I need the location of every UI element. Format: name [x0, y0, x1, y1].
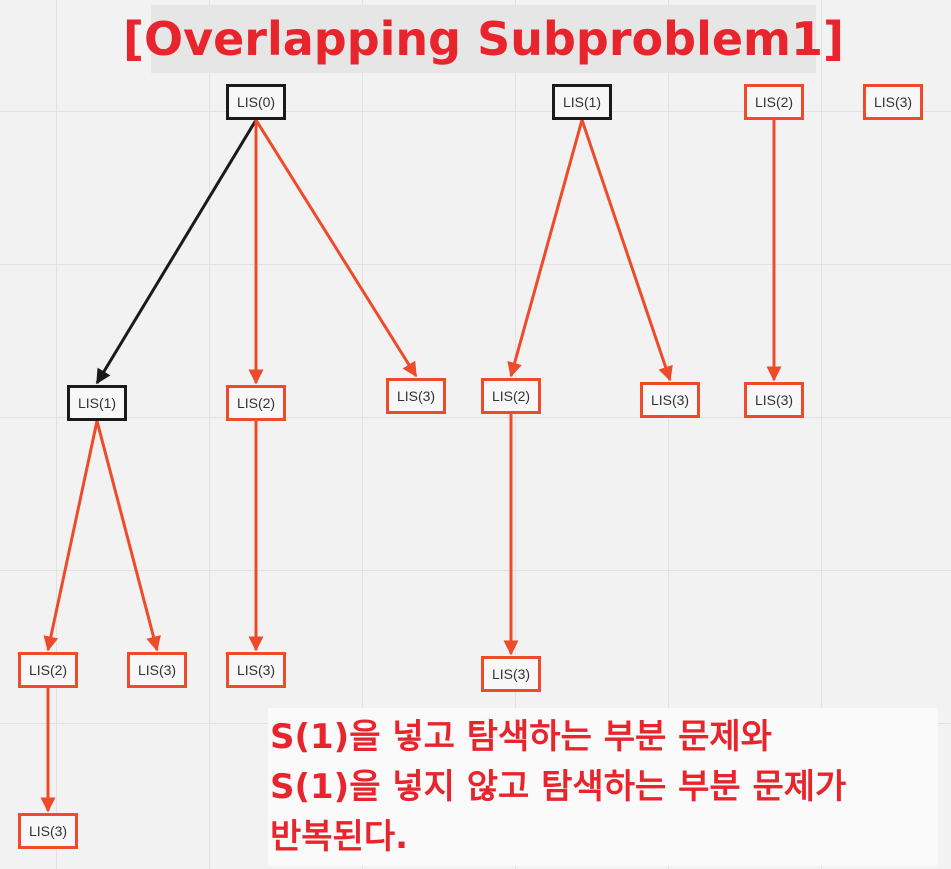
note-line-1: S(1)을 넣고 탐색하는 부분 문제와 [270, 717, 772, 757]
node-e3: LIS(3) [226, 652, 286, 688]
node-c3: LIS(3) [744, 382, 804, 418]
node-a1: LIS(1) [67, 385, 127, 421]
node-n1: LIS(1) [552, 84, 612, 120]
edge-a1-d2 [43, 420, 99, 652]
node-d3: LIS(3) [127, 652, 187, 688]
edge-a1-d3 [95, 420, 161, 652]
node-n3: LIS(3) [863, 84, 923, 120]
node-n0: LIS(0) [226, 84, 286, 120]
node-a3: LIS(3) [386, 378, 446, 414]
diagram-title: [Overlapping Subproblem1] [123, 12, 844, 66]
node-b2: LIS(2) [481, 378, 541, 414]
node-d2: LIS(2) [18, 652, 78, 688]
node-f3: LIS(3) [481, 656, 541, 692]
node-n2: LIS(2) [744, 84, 804, 120]
title-bar: [Overlapping Subproblem1] [123, 5, 844, 73]
edge-n1-b3 [580, 119, 673, 382]
edge-n0-a3 [254, 119, 418, 378]
node-a2: LIS(2) [226, 385, 286, 421]
note-box: S(1)을 넣고 탐색하는 부분 문제와 S(1)을 넣지 않고 탐색하는 부분… [268, 708, 938, 866]
note-line-3: 반복된다. [270, 817, 409, 857]
node-b3: LIS(3) [640, 382, 700, 418]
edge-n1-b2 [507, 119, 584, 378]
edge-n0-a1 [95, 119, 258, 385]
node-g3: LIS(3) [18, 813, 78, 849]
note-line-2: S(1)을 넣지 않고 탐색하는 부분 문제가 [270, 767, 847, 807]
